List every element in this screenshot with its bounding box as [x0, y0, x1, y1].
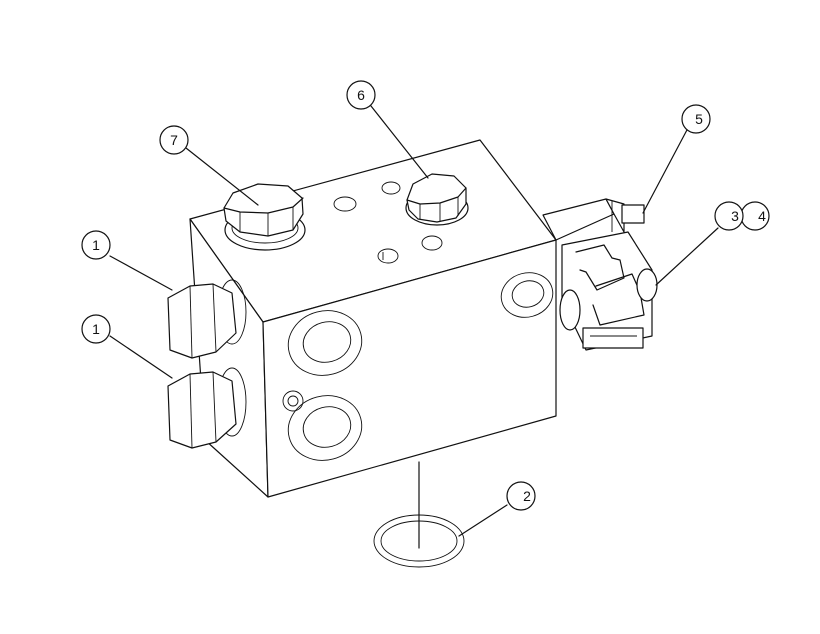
side-plug-lower	[167, 367, 247, 449]
plug-6	[405, 173, 469, 226]
leader-lines	[109, 105, 719, 549]
callout-6: 6	[346, 80, 376, 110]
callout-4: 4	[740, 201, 770, 231]
svg-text:6: 6	[357, 87, 365, 103]
svg-text:4: 4	[758, 208, 766, 224]
callout-2: 2	[506, 481, 536, 511]
svg-text:7: 7	[170, 132, 178, 148]
valve-block-body	[189, 139, 557, 498]
front-face-ports	[282, 272, 554, 461]
svg-text:3: 3	[731, 208, 739, 224]
callout-5: 5	[681, 104, 711, 134]
callout-3: 3	[714, 201, 744, 231]
side-plug-upper	[167, 279, 247, 359]
callout-7: 7	[159, 125, 189, 155]
callout-1-lower: 1	[81, 314, 111, 344]
block-front-face	[262, 239, 557, 498]
callout-1-upper: 1	[81, 230, 111, 260]
svg-text:1: 1	[92, 237, 100, 253]
solenoid-cartridge	[542, 198, 658, 351]
svg-text:5: 5	[695, 111, 703, 127]
plug-7	[223, 183, 306, 251]
svg-text:2: 2	[523, 488, 531, 504]
top-face-holes	[333, 181, 443, 264]
svg-text:1: 1	[92, 321, 100, 337]
